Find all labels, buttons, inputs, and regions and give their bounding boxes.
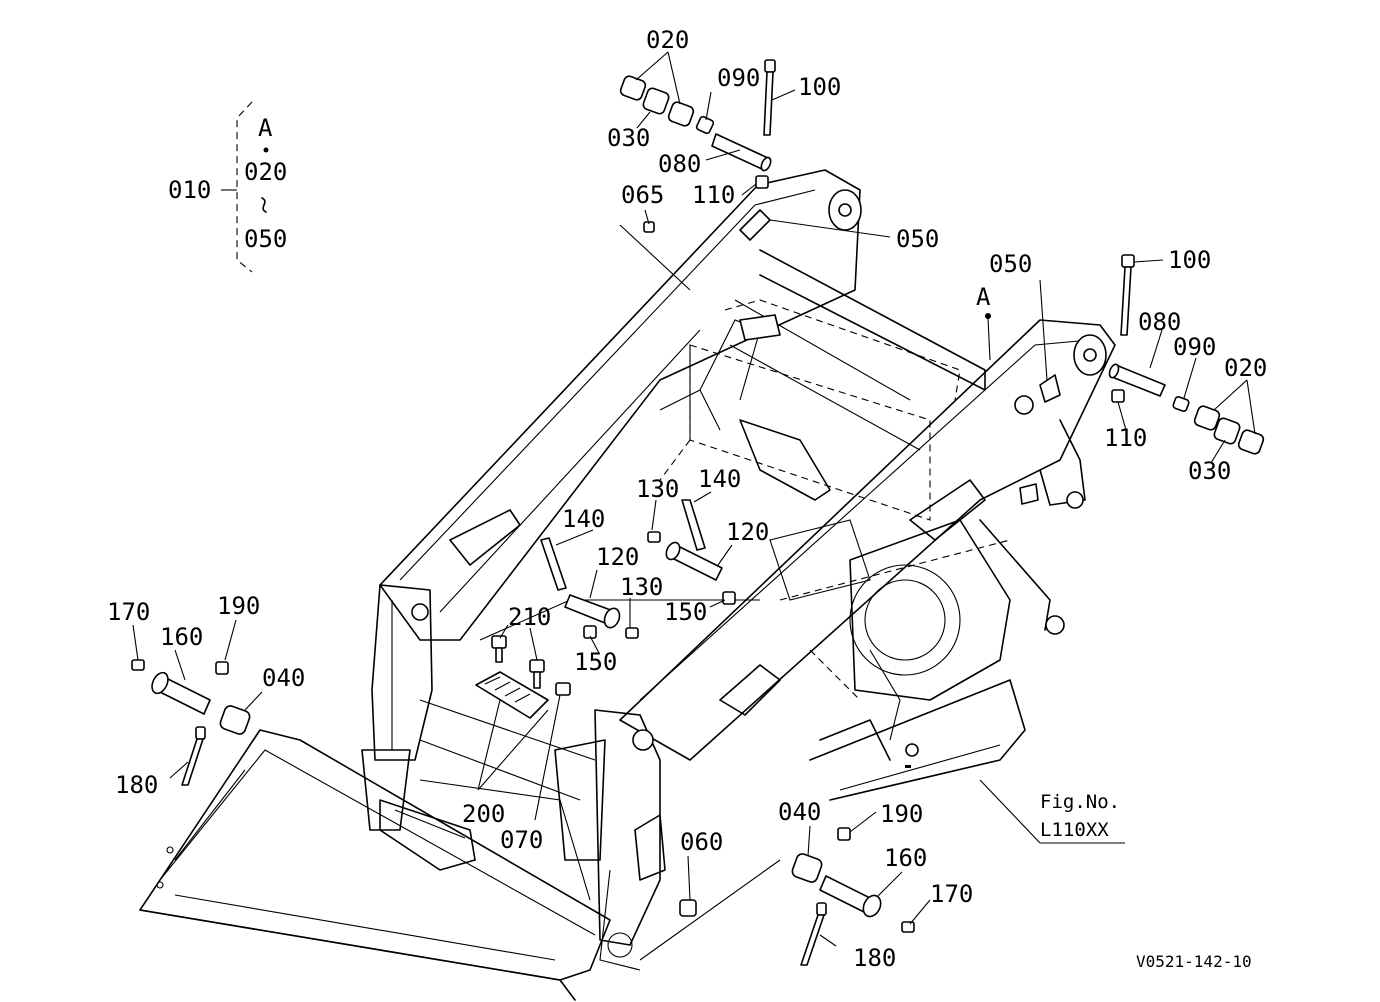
drawing-code: V0521-142-10 [1136,952,1252,971]
assembly-ref: A [258,114,273,142]
callout-190-right: 190 [880,800,923,828]
callout-030-right: 030 [1188,457,1231,485]
nut-190-left [215,661,229,675]
pin-120-upper [665,541,723,581]
nut-110-top [755,175,769,189]
leader-lines [132,51,1256,961]
callout-210: 210 [508,603,551,631]
callout-040-left: 040 [262,664,305,692]
tilde-range-icon [261,197,267,213]
callout-090-top: 090 [717,64,760,92]
callout-100-right: 100 [1168,246,1211,274]
grease-130-upper [647,531,661,543]
callout-140-upper: 140 [698,465,741,493]
bolt-180-left [181,726,206,786]
callout-090-right: 090 [1173,333,1216,361]
grease-nipple-090-right [1172,396,1190,412]
nut-150-lower [583,625,597,639]
bolt-140-lower [540,537,567,591]
bolt-210-b [529,659,545,689]
callout-120-lower: 120 [596,543,639,571]
callout-080-right: 080 [1138,308,1181,336]
callout-130-upper: 130 [636,475,679,503]
assembly-range-end: 050 [244,225,287,253]
callout-labels: 020 090 100 030 080 110 065 050 050 100 … [107,26,1267,972]
pin-080-top [711,133,772,172]
callout-020-right: 020 [1224,354,1267,382]
pin-120-lower [564,594,621,629]
callout-110-right: 110 [1104,424,1147,452]
callout-150-upper: 150 [664,598,707,626]
figure-label: Fig.No. [1040,791,1120,813]
assembly-dot-icon [263,147,269,153]
callout-150-lower: 150 [574,648,617,676]
callout-060: 060 [680,828,723,856]
ref-label-a: A [976,283,991,311]
assembly-range-start: 020 [244,158,287,186]
callout-180-left: 180 [115,771,158,799]
callout-040-right: 040 [778,798,821,826]
bolt-180-right [800,902,827,966]
figure-info: Fig.No. L110XX V0521-142-10 [1040,791,1252,971]
step-200 [475,671,549,719]
collar-030-right [1213,417,1241,445]
callout-030-top: 030 [607,124,650,152]
bolt-060 [679,899,697,917]
callout-180-right: 180 [853,944,896,972]
callout-050-right: 050 [989,250,1032,278]
pin-160-left [151,671,211,715]
callout-080-top: 080 [658,150,701,178]
callout-065: 065 [621,181,664,209]
callout-110-top: 110 [692,181,735,209]
parts-group [131,59,1265,966]
bolt-100-top [763,59,776,136]
callout-160-left: 160 [160,623,203,651]
nut-190-right [837,827,851,841]
callout-200: 200 [462,800,505,828]
callout-100-top: 100 [798,73,841,101]
assembly-note: 010 A 020 050 [168,101,287,273]
grease-130-lower [625,627,639,639]
bolt-140-upper [681,499,706,551]
ref-point-a [985,313,991,319]
grease-nipple-090-top [695,115,715,135]
callout-070: 070 [500,826,543,854]
nut-150-upper [722,591,736,605]
loader-frame-drawing [139,169,1116,1001]
grease-170-right [901,921,915,933]
collar-030-top [642,87,670,115]
callout-170-left: 170 [107,598,150,626]
callout-170-right: 170 [930,880,973,908]
grease-170-left [131,659,145,671]
callout-160-right: 160 [884,844,927,872]
callout-050-top: 050 [896,225,939,253]
figure-number: L110XX [1040,819,1109,841]
collar-040-left [219,705,251,735]
callout-190-left: 190 [217,592,260,620]
bolt-210-a [491,635,507,663]
bushing-020-top [619,75,695,127]
bolt-070 [555,682,571,696]
callout-130-lower: 130 [620,573,663,601]
callout-140-lower: 140 [562,505,605,533]
pin-160-right [819,875,882,918]
nut-110-right [1111,389,1125,403]
pin-080-right [1108,363,1166,397]
callout-120-upper: 120 [726,518,769,546]
callout-020-top: 020 [646,26,689,54]
collar-040-right [791,853,823,883]
bolt-100-right [1120,254,1135,336]
assembly-part-number: 010 [168,176,211,204]
